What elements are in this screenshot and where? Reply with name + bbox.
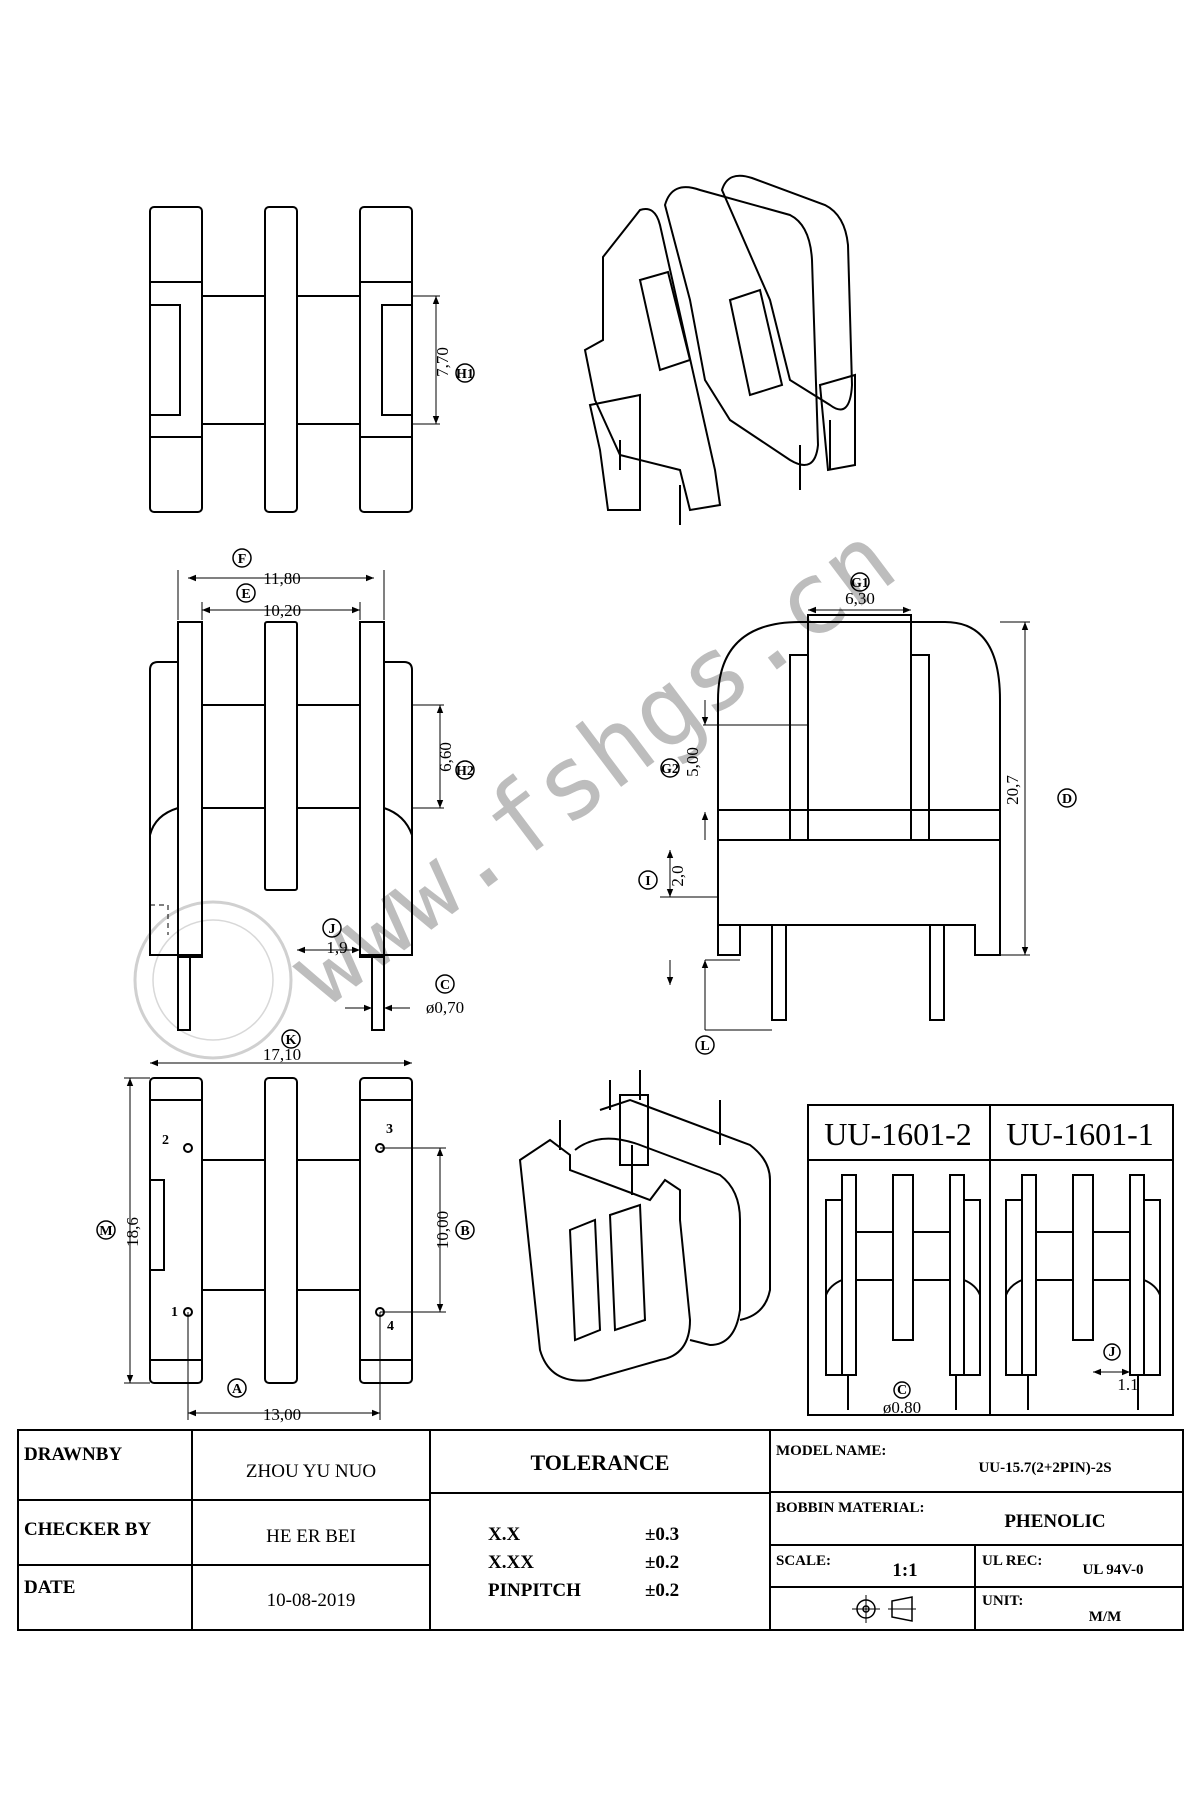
dim-value-h2: 6,60 <box>436 742 455 772</box>
dim-value-g2: 5,00 <box>683 747 702 777</box>
dim-value-k: 17,10 <box>263 1045 301 1064</box>
checker-value: HE ER BEI <box>266 1526 356 1547</box>
tolerance-value-1: ±0.3 <box>645 1524 679 1545</box>
front-view-labels: F 11,80 E 10,20 H2 6,60 J 1,9 C ø0,70 <box>232 548 475 1017</box>
watermark-text: www.fshgs.cn <box>269 501 916 1029</box>
bottom-view-labels: K 17,10 M 18,6 B 10,00 A 13,00 1 2 3 4 <box>96 1029 475 1424</box>
variant-uu-1601-1-title: UU-1601-1 <box>1006 1116 1154 1152</box>
dim-label-k: K <box>286 1033 297 1048</box>
ul-rec-label: UL REC: <box>982 1553 1042 1569</box>
dim-label-d: D <box>1062 792 1072 807</box>
title-block: DRAWNBY ZHOU YU NUO CHECKER BY HE ER BEI… <box>24 1443 1143 1625</box>
model-name-value: UU-15.7(2+2PIN)-2S <box>978 1460 1111 1476</box>
dim-value-f: 11,80 <box>263 569 301 588</box>
pin-3-label: 3 <box>386 1122 393 1137</box>
dim-value-b: 10,00 <box>433 1211 452 1249</box>
dim-value-i: 2,0 <box>668 865 687 886</box>
scale-label: SCALE: <box>776 1553 831 1569</box>
title-block-frame <box>17 1429 1184 1631</box>
dim-label-e: E <box>241 587 250 602</box>
watermark-seal <box>133 900 293 1060</box>
dim-label-h1: H1 <box>456 367 474 382</box>
tolerance-label: TOLERANCE <box>531 1450 670 1475</box>
variants-box <box>807 1104 1174 1416</box>
bobbin-material-label: BOBBIN MATERIAL: <box>776 1500 925 1516</box>
checker-label: CHECKER BY <box>24 1519 151 1540</box>
variant-2-dim-label: C <box>897 1383 907 1398</box>
dim-label-m: M <box>99 1224 112 1239</box>
scale-value: 1:1 <box>892 1560 917 1581</box>
pin-2-label: 2 <box>162 1133 169 1148</box>
watermark: www.fshgs.cn <box>133 501 916 1060</box>
unit-label: UNIT: <box>982 1593 1023 1609</box>
variant-uu-1601-2-title: UU-1601-2 <box>824 1116 972 1152</box>
drawnby-value: ZHOU YU NUO <box>246 1461 376 1482</box>
pin-1-label: 1 <box>171 1305 178 1320</box>
dim-label-a: A <box>232 1382 243 1397</box>
top-view-labels: H1 7,70 <box>433 347 475 383</box>
dim-value-d: 20,7 <box>1003 775 1022 805</box>
dim-label-g1: G1 <box>851 576 869 591</box>
dim-value-g1: 6,30 <box>845 589 875 608</box>
iso-view-bottom <box>518 1070 771 1382</box>
dim-value-c: ø0,70 <box>426 998 464 1017</box>
dim-label-c: C <box>440 978 450 993</box>
dim-value-e: 10,20 <box>263 601 301 620</box>
side-view-labels: G1 6,30 G2 5,00 D 20,7 I 2,0 L <box>638 572 1077 1055</box>
dim-label-j: J <box>329 922 336 937</box>
dim-value-j: 1,9 <box>326 938 347 957</box>
dim-label-f: F <box>238 552 247 567</box>
variant-uu-1601-1-drawing <box>1005 1174 1161 1410</box>
drawnby-label: DRAWNBY <box>24 1444 122 1465</box>
bottom-view <box>124 1059 446 1420</box>
variant-2-dim-value: ø0.80 <box>883 1398 921 1417</box>
dim-label-l: L <box>700 1039 709 1054</box>
variant-1-dim-label: J <box>1109 1345 1116 1360</box>
tolerance-key-2: X.XX <box>488 1552 534 1573</box>
tolerance-key-3: PINPITCH <box>488 1580 581 1601</box>
variant-1-dim-value: 1.1 <box>1117 1375 1138 1394</box>
variant-uu-1601-2-drawing <box>825 1174 981 1410</box>
date-label: DATE <box>24 1577 75 1598</box>
dim-value-a: 13,00 <box>263 1405 301 1424</box>
date-value: 10-08-2019 <box>267 1590 356 1611</box>
model-name-label: MODEL NAME: <box>776 1443 886 1459</box>
side-view <box>660 606 1030 1031</box>
tolerance-key-1: X.X <box>488 1524 520 1545</box>
tolerance-value-3: ±0.2 <box>645 1580 679 1601</box>
variants-labels: UU-1601-2 UU-1601-1 C ø0.80 J 1.1 <box>824 1116 1154 1417</box>
dim-label-b: B <box>460 1224 469 1239</box>
bobbin-material-value: PHENOLIC <box>1004 1511 1105 1532</box>
front-view <box>149 570 444 1031</box>
dim-value-h1: 7,70 <box>433 347 452 377</box>
dim-value-m: 18,6 <box>123 1217 142 1247</box>
pin-4-label: 4 <box>387 1319 394 1334</box>
dim-label-h2: H2 <box>456 764 474 779</box>
dim-label-g2: G2 <box>661 762 679 777</box>
ul-rec-value: UL 94V-0 <box>1083 1562 1144 1578</box>
unit-value: M/M <box>1089 1609 1121 1625</box>
tolerance-value-2: ±0.2 <box>645 1552 679 1573</box>
dim-label-i: I <box>645 874 650 889</box>
top-view <box>149 206 440 513</box>
iso-view-top <box>583 174 856 525</box>
